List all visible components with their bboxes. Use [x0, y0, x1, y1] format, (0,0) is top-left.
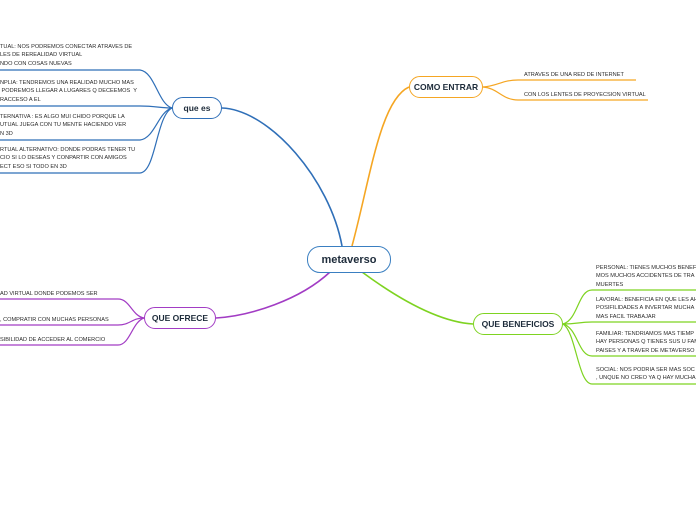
leaf-que-beneficios-4[interactable]: SOCIAL: NOS PODRIA SER MAS SOC , UNQUE N… — [596, 367, 696, 382]
topic-que-es[interactable]: que es — [172, 97, 222, 119]
central-node[interactable]: metaverso — [307, 246, 391, 273]
leaf-como-entrar-1[interactable]: ATRAVES DE UNA RED DE INTERNET — [524, 72, 624, 78]
connector-central-que-es — [221, 107, 343, 247]
connector-central-que-ofrece — [215, 271, 331, 319]
leaf-como-entrar-2[interactable]: CON LOS LENTES DE PROYECSION VIRTUAL — [524, 92, 646, 98]
connector-que-beneficios-leaf-2 — [562, 321, 696, 325]
connector-que-ofrece-leaf-1 — [0, 298, 145, 319]
connector-que-es-leaf-4 — [0, 107, 173, 174]
topic-que-beneficios[interactable]: QUE BENEFICIOS — [473, 313, 563, 335]
connector-que-ofrece-leaf-2 — [0, 317, 145, 326]
leaf-que-es-3[interactable]: TERNATIVA : ES ALGO MUI CHIDO PORQUE LA … — [0, 114, 127, 137]
connector-que-es-leaf-1 — [0, 69, 173, 109]
leaf-que-ofrece-1[interactable]: AD VIRTUAL DONDE PODEMOS SER — [0, 291, 98, 297]
topic-que-ofrece[interactable]: QUE OFRECE — [144, 307, 216, 329]
connector-que-es-leaf-2 — [0, 105, 173, 109]
leaf-que-es-1[interactable]: TUAL: NOS PODREMOS CONECTAR ATRAVES DE L… — [0, 44, 133, 67]
leaf-que-es-4[interactable]: RTUAL ALTERNATIVO: DONDE PODRAS TENER TU… — [0, 147, 136, 170]
leaf-que-beneficios-1[interactable]: PERSONAL: TIENES MUCHOS BENEF MOS MUCHOS… — [596, 265, 696, 288]
connector-que-ofrece-leaf-3 — [0, 317, 145, 346]
leaf-que-ofrece-2[interactable]: , COMPRATIR CON MUCHAS PERSONAS — [0, 317, 109, 323]
connector-que-beneficios-leaf-1 — [562, 289, 696, 325]
connector-como-entrar-leaf-2 — [482, 86, 648, 101]
leaf-que-beneficios-2[interactable]: LAVORAL: BENEFICIA EN QUE LES AH POSIFIL… — [596, 297, 696, 320]
leaf-que-ofrece-3[interactable]: SIBILIDAD DE ACCEDER AL COMERCIO — [0, 337, 106, 343]
leaf-que-es-2[interactable]: NPLIA: TENDREMOS UNA REALIDAD MUCHO MAS … — [0, 80, 137, 103]
connector-lines — [0, 69, 696, 385]
connector-que-beneficios-leaf-4 — [562, 323, 696, 385]
connector-como-entrar-leaf-1 — [482, 79, 636, 88]
leaf-que-beneficios-3[interactable]: FAMILIAR: TENDRIAMOS MAS TIEMP HAY PERSO… — [596, 331, 696, 354]
connector-central-que-beneficios — [361, 271, 474, 325]
topic-como-entrar[interactable]: COMO ENTRAR — [409, 76, 483, 98]
connector-que-es-leaf-3 — [0, 107, 173, 141]
connector-central-como-entrar — [351, 86, 410, 247]
connector-que-beneficios-leaf-3 — [562, 323, 696, 357]
